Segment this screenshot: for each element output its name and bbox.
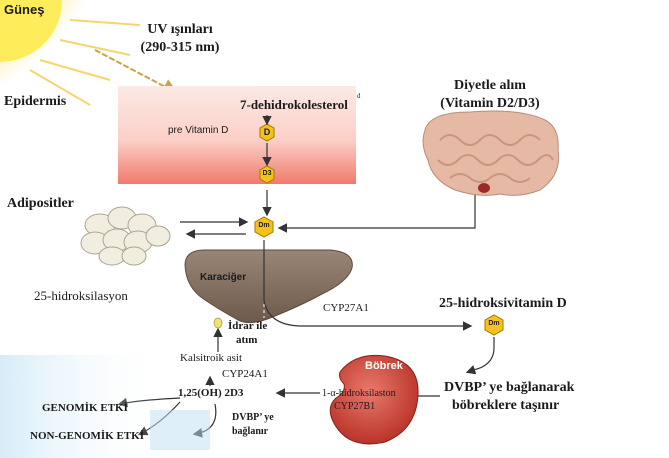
calcitroic-label: Kalsitroik asit [180,352,243,364]
liver-shape [184,249,353,324]
calcitriol-label: 1,25(OH) 2D3 [178,387,244,399]
hexagon-dm-top [254,216,274,238]
urine-drop-icon [213,317,223,329]
skin-block [118,86,356,184]
nongenomic-label: NON-GENOMİK ETKİ [30,430,144,442]
dvbp-transport-1: DVBP’ ye bağlanarak [444,380,575,395]
hexagon-dm-top-label: Dm [258,222,270,229]
liver-label: Karaciğer [200,272,247,283]
uv-title: UV ışınları [147,22,213,37]
epidermis-label: Epidermis [4,94,67,109]
urine-label-2: atım [236,334,258,346]
diet-sub: (Vitamin D2/D3) [440,96,540,111]
dvbp-bound-1: DVBP’ ye [232,412,274,423]
dehydro-label: 7-dehidrokolesterol [240,97,348,112]
urine-label-1: İdrar ile [228,320,268,332]
diet-title: Diyetle alım [454,78,526,93]
cyp24a1-label: CYP24A1 [222,368,268,380]
genomic-label: GENOMİK ETKİ [42,402,128,414]
alpha-hydroxylase-label: 1-α-hidroksilaston [322,388,396,399]
hexagon-dm-right-label: Dm [488,320,500,327]
adipocytes-label: Adipositler [7,196,74,211]
hydroxyvitamin-label: 25-hidroksivitamin D [439,296,567,311]
cyp27a1-label: CYP27A1 [323,302,369,314]
intestine [422,110,560,196]
uv-arrow [94,49,179,94]
kidney-shape [329,354,419,445]
uv-range: (290-315 nm) [140,40,220,55]
pre-vitamin-label: pre Vitamin D [168,125,229,136]
kidney-label: Böbrek [365,360,403,372]
adipocytes-cluster [80,206,171,266]
hexagon-d-label: D [263,127,271,137]
cyp27b1-label: CYP27B1 [334,401,376,412]
hydroxylation-label: 25-hidroksilasyon [34,288,128,303]
sun [0,0,141,120]
dvbp-transport-2: böbreklere taşınır [452,398,560,413]
dehydro-sup: d [357,92,361,100]
hexagon-dm-right [484,314,504,336]
hexagon-d3-label: D3 [262,170,272,177]
sun-label: Güneş [4,2,45,17]
dvbp-bound-2: bağlanır [232,426,269,437]
